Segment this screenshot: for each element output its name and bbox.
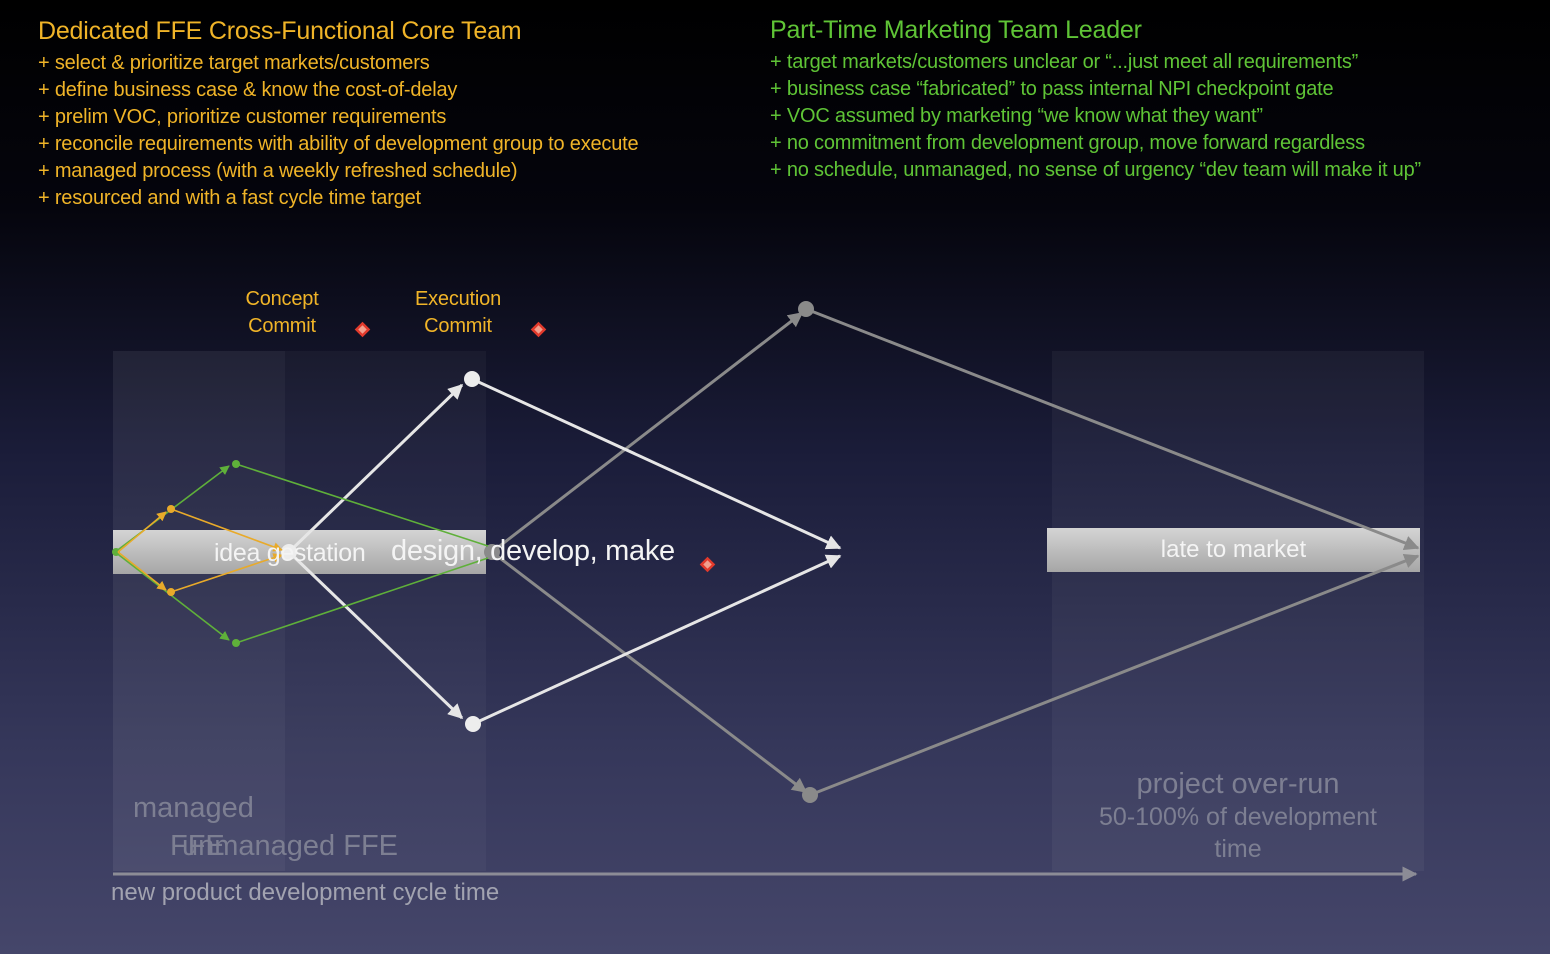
list-item: + managed process (with a weekly refresh…: [38, 160, 518, 182]
milestone-marker-icon: [530, 321, 547, 338]
unmanaged-ffe-node: [232, 639, 240, 647]
list-item: + reconcile requirements with ability of…: [38, 133, 639, 155]
dedicated-team-node: [465, 716, 481, 732]
unmanaged-ffe-node: [232, 460, 240, 468]
late-to-market-bar: [1047, 528, 1420, 572]
part-time-node: [802, 787, 818, 803]
part-time-node: [484, 544, 500, 560]
dedicated-team-node: [464, 371, 480, 387]
managed-label: managed: [133, 792, 254, 824]
idea-gestation-label: idea gestation: [214, 539, 366, 567]
dedicated-team-path: [287, 377, 842, 726]
part-time-path: [491, 307, 1420, 797]
idea-gestation-bar: [113, 530, 486, 574]
part-time-node: [798, 301, 814, 317]
list-item: + target markets/customers unclear or “.…: [770, 51, 1359, 73]
timeline-label: new product development cycle time: [111, 879, 500, 906]
late-to-market-label: late to market: [1160, 536, 1307, 563]
design-develop-make-label: design, develop, make: [391, 535, 675, 567]
part-time-leader-title: Part-Time Marketing Team Leader: [770, 16, 1142, 44]
unmanaged-ffe-column: [285, 351, 486, 871]
project-overrun-column: [1052, 351, 1424, 871]
execution-commit-label: Execution Commit: [403, 286, 513, 340]
concept-commit-line1: Concept: [245, 288, 319, 310]
dedicated-team-title: Dedicated FFE Cross-Functional Core Team: [38, 17, 522, 45]
project-overrun-label: project over-run: [1136, 768, 1340, 800]
managed-ffe-node: [167, 505, 175, 513]
part-time-leader-panel: Part-Time Marketing Team Leader + target…: [770, 16, 1421, 184]
dedicated-team-node: [281, 544, 297, 560]
milestone-marker-icon: [699, 556, 716, 573]
list-item: + prelim VOC, prioritize customer requir…: [38, 106, 447, 128]
list-item: + define business case & know the cost-o…: [38, 79, 458, 101]
overrun-detail-line2: time: [1214, 835, 1262, 863]
list-item: + resourced and with a fast cycle time t…: [38, 187, 421, 209]
milestone-marker-icon: [354, 321, 371, 338]
managed-ffe-path: [117, 508, 283, 593]
execution-commit-line1: Execution: [414, 288, 502, 310]
managed-ffe-column: [113, 351, 285, 871]
concept-commit-label: Concept Commit: [232, 286, 332, 340]
overrun-detail-line1: 50-100% of development: [1099, 803, 1377, 831]
list-item: + select & prioritize target markets/cus…: [38, 52, 430, 74]
unmanaged-ffe-node: [112, 548, 120, 556]
unmanaged-ffe-label: unmanaged FFE: [182, 830, 399, 862]
list-item: + no commitment from development group, …: [770, 132, 1365, 154]
list-item: + no schedule, unmanaged, no sense of ur…: [770, 159, 1421, 181]
ffe-fragment-label: FFE: [170, 830, 225, 862]
concept-commit-line2: Commit: [248, 315, 316, 337]
part-time-leader-list: + target markets/customers unclear or “.…: [770, 49, 1421, 184]
list-item: + business case “fabricated” to pass int…: [770, 78, 1334, 100]
execution-commit-line2: Commit: [424, 315, 492, 337]
list-item: + VOC assumed by marketing “we know what…: [770, 105, 1263, 127]
dedicated-team-panel: Dedicated FFE Cross-Functional Core Team…: [38, 17, 639, 212]
managed-ffe-node: [167, 588, 175, 596]
dedicated-team-list: + select & prioritize target markets/cus…: [38, 50, 639, 212]
